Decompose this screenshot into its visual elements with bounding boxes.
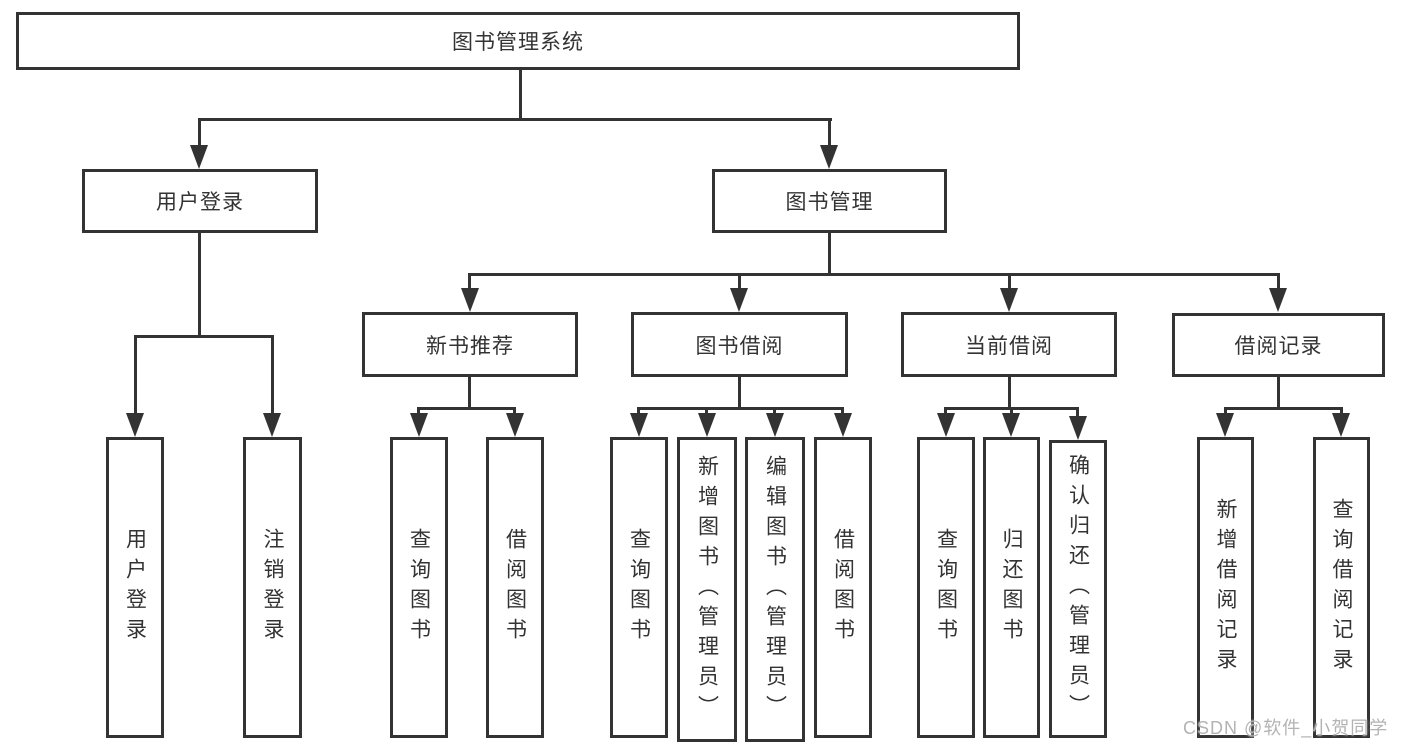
node-new-book-recommend: 新书推荐: [362, 312, 578, 377]
connector-to-bb-edit: [773, 407, 776, 417]
leaf-cb-return-books: 归还图书: [983, 437, 1040, 738]
csdn-watermark: CSDN @软件_小贺同学: [1183, 718, 1389, 738]
leaf-br-query-record: 查询借阅记录: [1313, 437, 1370, 738]
connector-to-current-borrowing: [1008, 273, 1011, 290]
leaf-nb-query-books: 查询图书: [390, 437, 448, 738]
arrowhead-bb-edit-icon: [766, 413, 784, 437]
arrowhead-book-borrowing-icon: [730, 288, 748, 312]
connector-to-new-book-recommend: [468, 273, 471, 290]
arrowhead-bb-add-icon: [698, 413, 716, 437]
arrowhead-br-query-icon: [1332, 413, 1350, 437]
leaf-bb-edit-books-admin: 编辑图书（管理员）: [745, 437, 805, 742]
arrowhead-br-add-icon: [1216, 413, 1234, 437]
connector-cb-stem: [1008, 377, 1011, 409]
connector-root-stem: [519, 70, 522, 118]
leaf-bb-borrow-books: 借阅图书: [814, 437, 872, 738]
arrowhead-leaf-user-login-icon: [126, 413, 144, 437]
node-borrowing-records: 借阅记录: [1172, 313, 1385, 377]
connector-user-login-distribution: [134, 335, 274, 338]
connector-br-stem: [1277, 377, 1280, 409]
arrowhead-nb-query-icon: [410, 413, 428, 437]
connector-br-distribution: [1224, 407, 1343, 410]
connector-to-cb-confirm: [1076, 407, 1079, 418]
arrowhead-new-book-recommend-icon: [461, 288, 479, 312]
connector-nb-stem: [468, 377, 471, 409]
connector-bb-stem: [738, 377, 741, 409]
node-book-borrowing: 图书借阅: [631, 312, 848, 377]
connector-book-mgmt-distribution: [468, 273, 1280, 276]
connector-root-distribution: [198, 118, 832, 121]
leaf-bb-query-books: 查询图书: [610, 437, 668, 738]
connector-to-nb-borrow: [513, 407, 516, 417]
connector-to-bb-query: [637, 407, 640, 417]
leaf-logout: 注销登录: [243, 437, 302, 738]
connector-to-nb-query: [417, 407, 420, 417]
connector-nb-distribution: [417, 407, 515, 410]
arrowhead-bb-query-icon: [630, 413, 648, 437]
connector-to-cb-return: [1010, 407, 1013, 417]
connector-user-login-stem: [198, 233, 201, 335]
connector-to-bb-add: [705, 407, 708, 417]
connector-to-br-query: [1340, 407, 1343, 417]
connector-to-leaf-user-login: [134, 335, 137, 414]
connector-bb-distribution: [637, 407, 844, 410]
connector-to-leaf-logout: [271, 335, 274, 414]
connector-to-book-borrowing: [738, 273, 741, 290]
leaf-nb-borrow-books: 借阅图书: [486, 437, 544, 738]
node-current-borrowing: 当前借阅: [901, 312, 1117, 377]
arrowhead-bb-borrow-icon: [834, 413, 852, 437]
leaf-bb-add-books-admin: 新增图书（管理员）: [677, 437, 737, 742]
node-book-management: 图书管理: [712, 169, 947, 233]
connector-to-cb-query: [944, 407, 947, 417]
arrowhead-cb-return-icon: [1002, 413, 1020, 437]
arrowhead-borrowing-records-icon: [1269, 288, 1287, 312]
arrowhead-cb-confirm-icon: [1069, 416, 1087, 440]
arrowhead-leaf-logout-icon: [263, 413, 281, 437]
leaf-cb-query-books: 查询图书: [917, 437, 975, 738]
leaf-user-login: 用户登录: [106, 437, 164, 738]
arrowhead-book-management-icon: [820, 145, 838, 169]
leaf-br-add-record: 新增借阅记录: [1197, 437, 1254, 738]
node-root-library-system: 图书管理系统: [16, 12, 1020, 70]
connector-to-user-login: [198, 118, 201, 146]
arrowhead-nb-borrow-icon: [506, 413, 524, 437]
leaf-cb-confirm-return-admin: 确认归还（管理员）: [1049, 440, 1107, 738]
arrowhead-cb-query-icon: [937, 413, 955, 437]
connector-to-br-add: [1224, 407, 1227, 417]
arrowhead-current-borrowing-icon: [1000, 288, 1018, 312]
connector-to-book-management: [828, 118, 831, 146]
connector-to-bb-borrow: [841, 407, 844, 417]
connector-book-mgmt-stem: [828, 233, 831, 275]
connector-to-borrowing-records: [1277, 273, 1280, 290]
node-user-login: 用户登录: [82, 169, 318, 233]
arrowhead-user-login-icon: [190, 145, 208, 169]
